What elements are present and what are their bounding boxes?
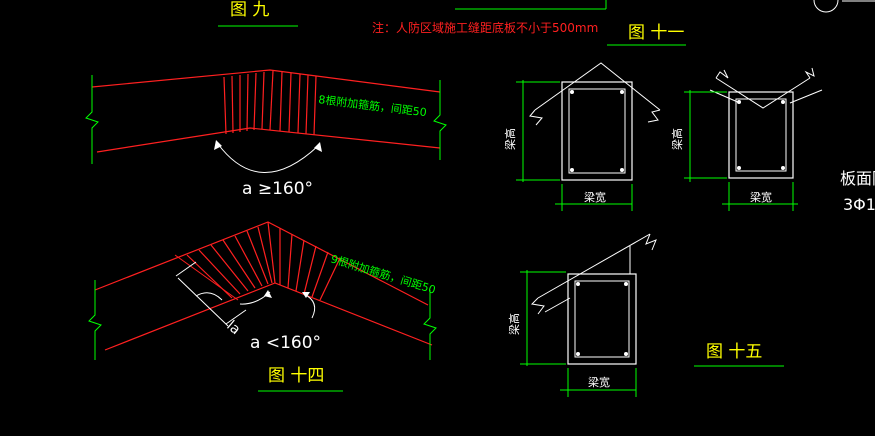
fig14-top-beam bbox=[91, 69, 441, 153]
bottom-arrow-left bbox=[264, 290, 272, 298]
la-tick-2 bbox=[225, 309, 247, 325]
note-text: 注：人防区域施工缝距底板不小于500mm bbox=[372, 20, 598, 35]
top-angle-arrow-right bbox=[314, 142, 322, 152]
corner-circle bbox=[813, 0, 839, 13]
top-angle-label: a ≥160° bbox=[242, 179, 313, 199]
la-dim-line bbox=[177, 277, 229, 327]
slab-note-line1: 板面附 bbox=[840, 169, 875, 188]
fig11-left-width: 梁宽 bbox=[584, 190, 606, 204]
fig11-right-width: 梁宽 bbox=[750, 190, 772, 204]
top-beam-break-left bbox=[85, 75, 99, 164]
fig11-right-height: 梁高 bbox=[670, 128, 684, 150]
fig11-label: 图 十一 bbox=[628, 23, 684, 43]
bottom-small-arc bbox=[195, 292, 223, 301]
fig15-width: 梁宽 bbox=[588, 375, 610, 389]
la-extension bbox=[174, 254, 239, 301]
la-tick-1 bbox=[175, 261, 197, 277]
fig15-section bbox=[520, 233, 657, 397]
top-angle-arrow-left bbox=[214, 140, 222, 150]
top-beam-lower-edge bbox=[96, 127, 441, 153]
fig14-label: 图 十四 bbox=[268, 366, 324, 386]
bottom-beam-break-left bbox=[88, 280, 102, 360]
fig11-section-left bbox=[516, 62, 661, 211]
fig11-section-right bbox=[684, 67, 823, 211]
fig15-label: 图 十五 bbox=[706, 342, 762, 362]
fig11-left-height: 梁高 bbox=[503, 128, 517, 150]
top-bars-note: 8根附加箍筋，间距50 bbox=[318, 92, 428, 119]
slab-note-line2: 3Φ1 bbox=[843, 195, 875, 214]
bottom-bars-note: 9根附加箍筋，间距50 bbox=[329, 251, 437, 296]
bottom-beam-upper-edge bbox=[94, 221, 429, 306]
la-label: la bbox=[223, 318, 243, 338]
top-beam-upper-edge bbox=[91, 69, 441, 93]
top-angle-arc bbox=[217, 143, 319, 173]
fig9-label: 图 九 bbox=[230, 0, 269, 20]
bottom-angle-label: a <160° bbox=[250, 333, 321, 353]
fig15-height: 梁高 bbox=[507, 313, 521, 335]
bottom-beam-break-right bbox=[423, 290, 437, 360]
fig14-bottom-beam bbox=[94, 221, 433, 351]
bottom-arrow-right bbox=[302, 292, 310, 298]
top-beam-break-right bbox=[433, 80, 447, 160]
